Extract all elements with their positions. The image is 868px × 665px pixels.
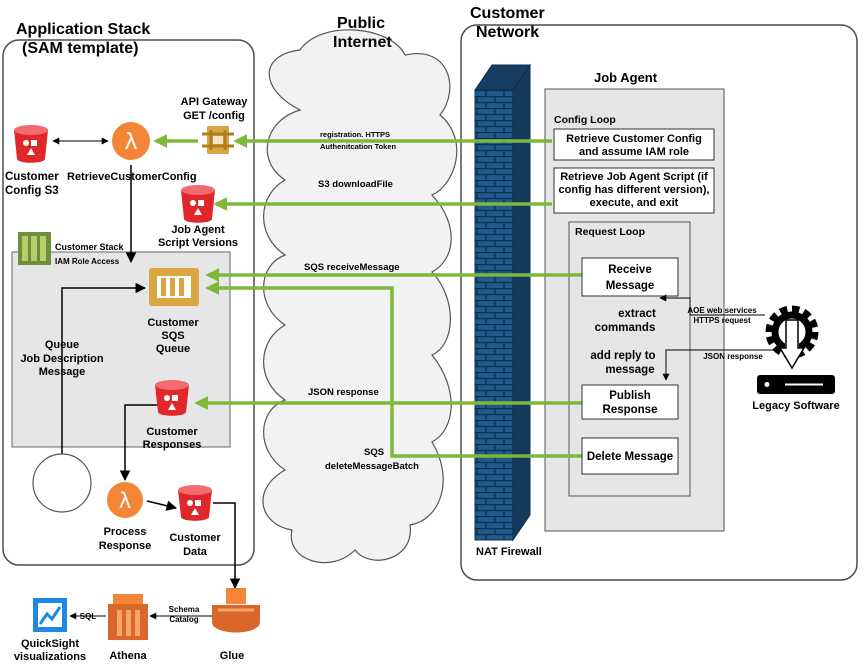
s3-bucket-icon bbox=[155, 380, 189, 416]
public-internet-subtitle: Internet bbox=[333, 34, 392, 51]
extract-commands-label-2: commands bbox=[595, 322, 656, 334]
iam-role-label: IAM Role Access bbox=[55, 257, 120, 266]
lambda-icon: λ bbox=[107, 482, 143, 518]
sqs-delete-label-1: SQS bbox=[364, 447, 384, 458]
legacy-software-label: Legacy Software bbox=[752, 400, 839, 412]
api-gateway-label-2: GET /config bbox=[183, 110, 245, 122]
customer-data-label-2: Data bbox=[183, 546, 208, 558]
retrieve-customer-config-label: RetrieveCustomerConfig bbox=[67, 171, 197, 183]
receive-message-label-1: Receive bbox=[608, 264, 651, 276]
api-gateway-label-1: API Gateway bbox=[181, 96, 249, 108]
cloudformation-stack-icon bbox=[18, 232, 51, 265]
queue-message-label-3: Message bbox=[39, 366, 85, 378]
receive-message-label-2: Message bbox=[606, 280, 655, 292]
server-icon bbox=[757, 375, 835, 394]
script-versions-label-1: Job Agent bbox=[171, 224, 225, 236]
sqs-receive-label: SQS receiveMessage bbox=[304, 262, 400, 273]
queue-message-label-1: Queue bbox=[45, 339, 79, 351]
sqs-delete-label-2: deleteMessageBatch bbox=[325, 461, 419, 472]
publish-response-label-1: Publish bbox=[609, 390, 651, 402]
script-versions-label-2: Script Versions bbox=[158, 237, 238, 249]
public-internet-title: Public bbox=[337, 15, 385, 32]
process-response-label-1: Process bbox=[104, 526, 147, 538]
application-stack-title: Application Stack bbox=[16, 21, 150, 38]
retrieve-script-label-1: Retrieve Job Agent Script (if bbox=[560, 171, 708, 183]
add-reply-label-1: add reply to bbox=[590, 350, 655, 362]
lambda-icon: λ bbox=[112, 122, 150, 160]
glue-label: Glue bbox=[220, 650, 244, 662]
queue-message-connector bbox=[61, 282, 147, 455]
data-to-glue-connector bbox=[213, 502, 241, 590]
sqs-queue-icon bbox=[149, 268, 199, 306]
gear-icon bbox=[765, 305, 819, 370]
data-flows bbox=[153, 134, 582, 458]
config-loop-label: Config Loop bbox=[554, 114, 616, 126]
customer-sqs-label-1: Customer bbox=[147, 317, 199, 329]
svg-text:λ: λ bbox=[124, 130, 137, 155]
aoe-request-label-1: AOE web services bbox=[687, 306, 757, 315]
s3-bucket-icon bbox=[178, 485, 212, 521]
customer-stack-label: Customer Stack bbox=[55, 242, 125, 252]
quicksight-icon bbox=[33, 598, 67, 632]
delete-message-label: Delete Message bbox=[587, 451, 673, 463]
registration-label-1: registration. HTTPS bbox=[320, 130, 390, 139]
process-response-label-2: Response bbox=[99, 540, 152, 552]
retrieve-script-label-2: config has different version), bbox=[559, 184, 710, 196]
json-reply-label: JSON response bbox=[703, 352, 763, 361]
retrieve-script-box[interactable] bbox=[553, 167, 715, 214]
aoe-request-label-2: HTTPS request bbox=[693, 316, 751, 325]
request-loop-label: Request Loop bbox=[575, 226, 645, 238]
retrieve-script-label-3: execute, and exit bbox=[590, 197, 679, 209]
s3-bucket-icon bbox=[181, 185, 215, 223]
json-reply-connector bbox=[662, 349, 790, 381]
athena-icon bbox=[108, 594, 148, 640]
customer-sqs-label-3: Queue bbox=[156, 343, 190, 355]
svg-text:λ: λ bbox=[119, 489, 131, 513]
public-internet-cloud bbox=[262, 29, 458, 564]
sql-label: SQL bbox=[80, 612, 97, 621]
publish-response-label-2: Response bbox=[603, 404, 658, 416]
queue-circle bbox=[32, 453, 92, 513]
job-agent-title: Job Agent bbox=[594, 70, 658, 85]
delete-message-box[interactable] bbox=[581, 437, 679, 475]
nat-firewall-label: NAT Firewall bbox=[476, 546, 542, 558]
retrieve-config-box[interactable] bbox=[553, 128, 715, 161]
json-response-label: JSON response bbox=[308, 387, 379, 398]
process-to-data-connector bbox=[146, 500, 178, 511]
queue-message-label-2: Job Description bbox=[20, 353, 103, 365]
customer-data-label-1: Customer bbox=[169, 532, 221, 544]
delete-message-flow bbox=[205, 281, 582, 458]
registration-label-2: Authenitcation Token bbox=[320, 142, 397, 151]
publish-response-box[interactable] bbox=[581, 384, 679, 420]
customer-responses-label-2: Responses bbox=[143, 439, 202, 451]
application-stack-subtitle: (SAM template) bbox=[22, 40, 138, 57]
customer-config-s3-label-1: Customer bbox=[5, 171, 59, 183]
retrieve-config-label-1: Retrieve Customer Config bbox=[566, 133, 702, 145]
schema-catalog-label-2: Catalog bbox=[169, 615, 198, 624]
aoe-request-connector bbox=[659, 294, 765, 316]
athena-label: Athena bbox=[109, 650, 147, 662]
customer-responses-label-1: Customer bbox=[146, 426, 198, 438]
api-gateway-icon bbox=[202, 126, 234, 154]
responses-to-process-connector bbox=[119, 404, 170, 482]
receive-message-box[interactable] bbox=[581, 257, 679, 297]
extract-commands-label-1: extract bbox=[618, 308, 656, 320]
s3-bucket-icon bbox=[14, 125, 48, 163]
schema-catalog-label-1: Schema bbox=[169, 605, 200, 614]
quicksight-label-2: visualizations bbox=[14, 651, 86, 663]
customer-network-subtitle: Network bbox=[476, 24, 539, 41]
customer-config-s3-label-2: Config S3 bbox=[5, 185, 59, 197]
quicksight-label-1: QuickSight bbox=[21, 638, 79, 650]
glue-icon bbox=[212, 588, 260, 633]
customer-sqs-label-2: SQS bbox=[161, 330, 184, 342]
add-reply-label-2: message bbox=[605, 364, 654, 376]
retrieve-config-label-2: and assume IAM role bbox=[579, 146, 689, 158]
s3-download-label: S3 downloadFile bbox=[318, 179, 393, 190]
customer-network-title: Customer bbox=[470, 5, 545, 22]
firewall-brick-icon bbox=[474, 63, 531, 542]
